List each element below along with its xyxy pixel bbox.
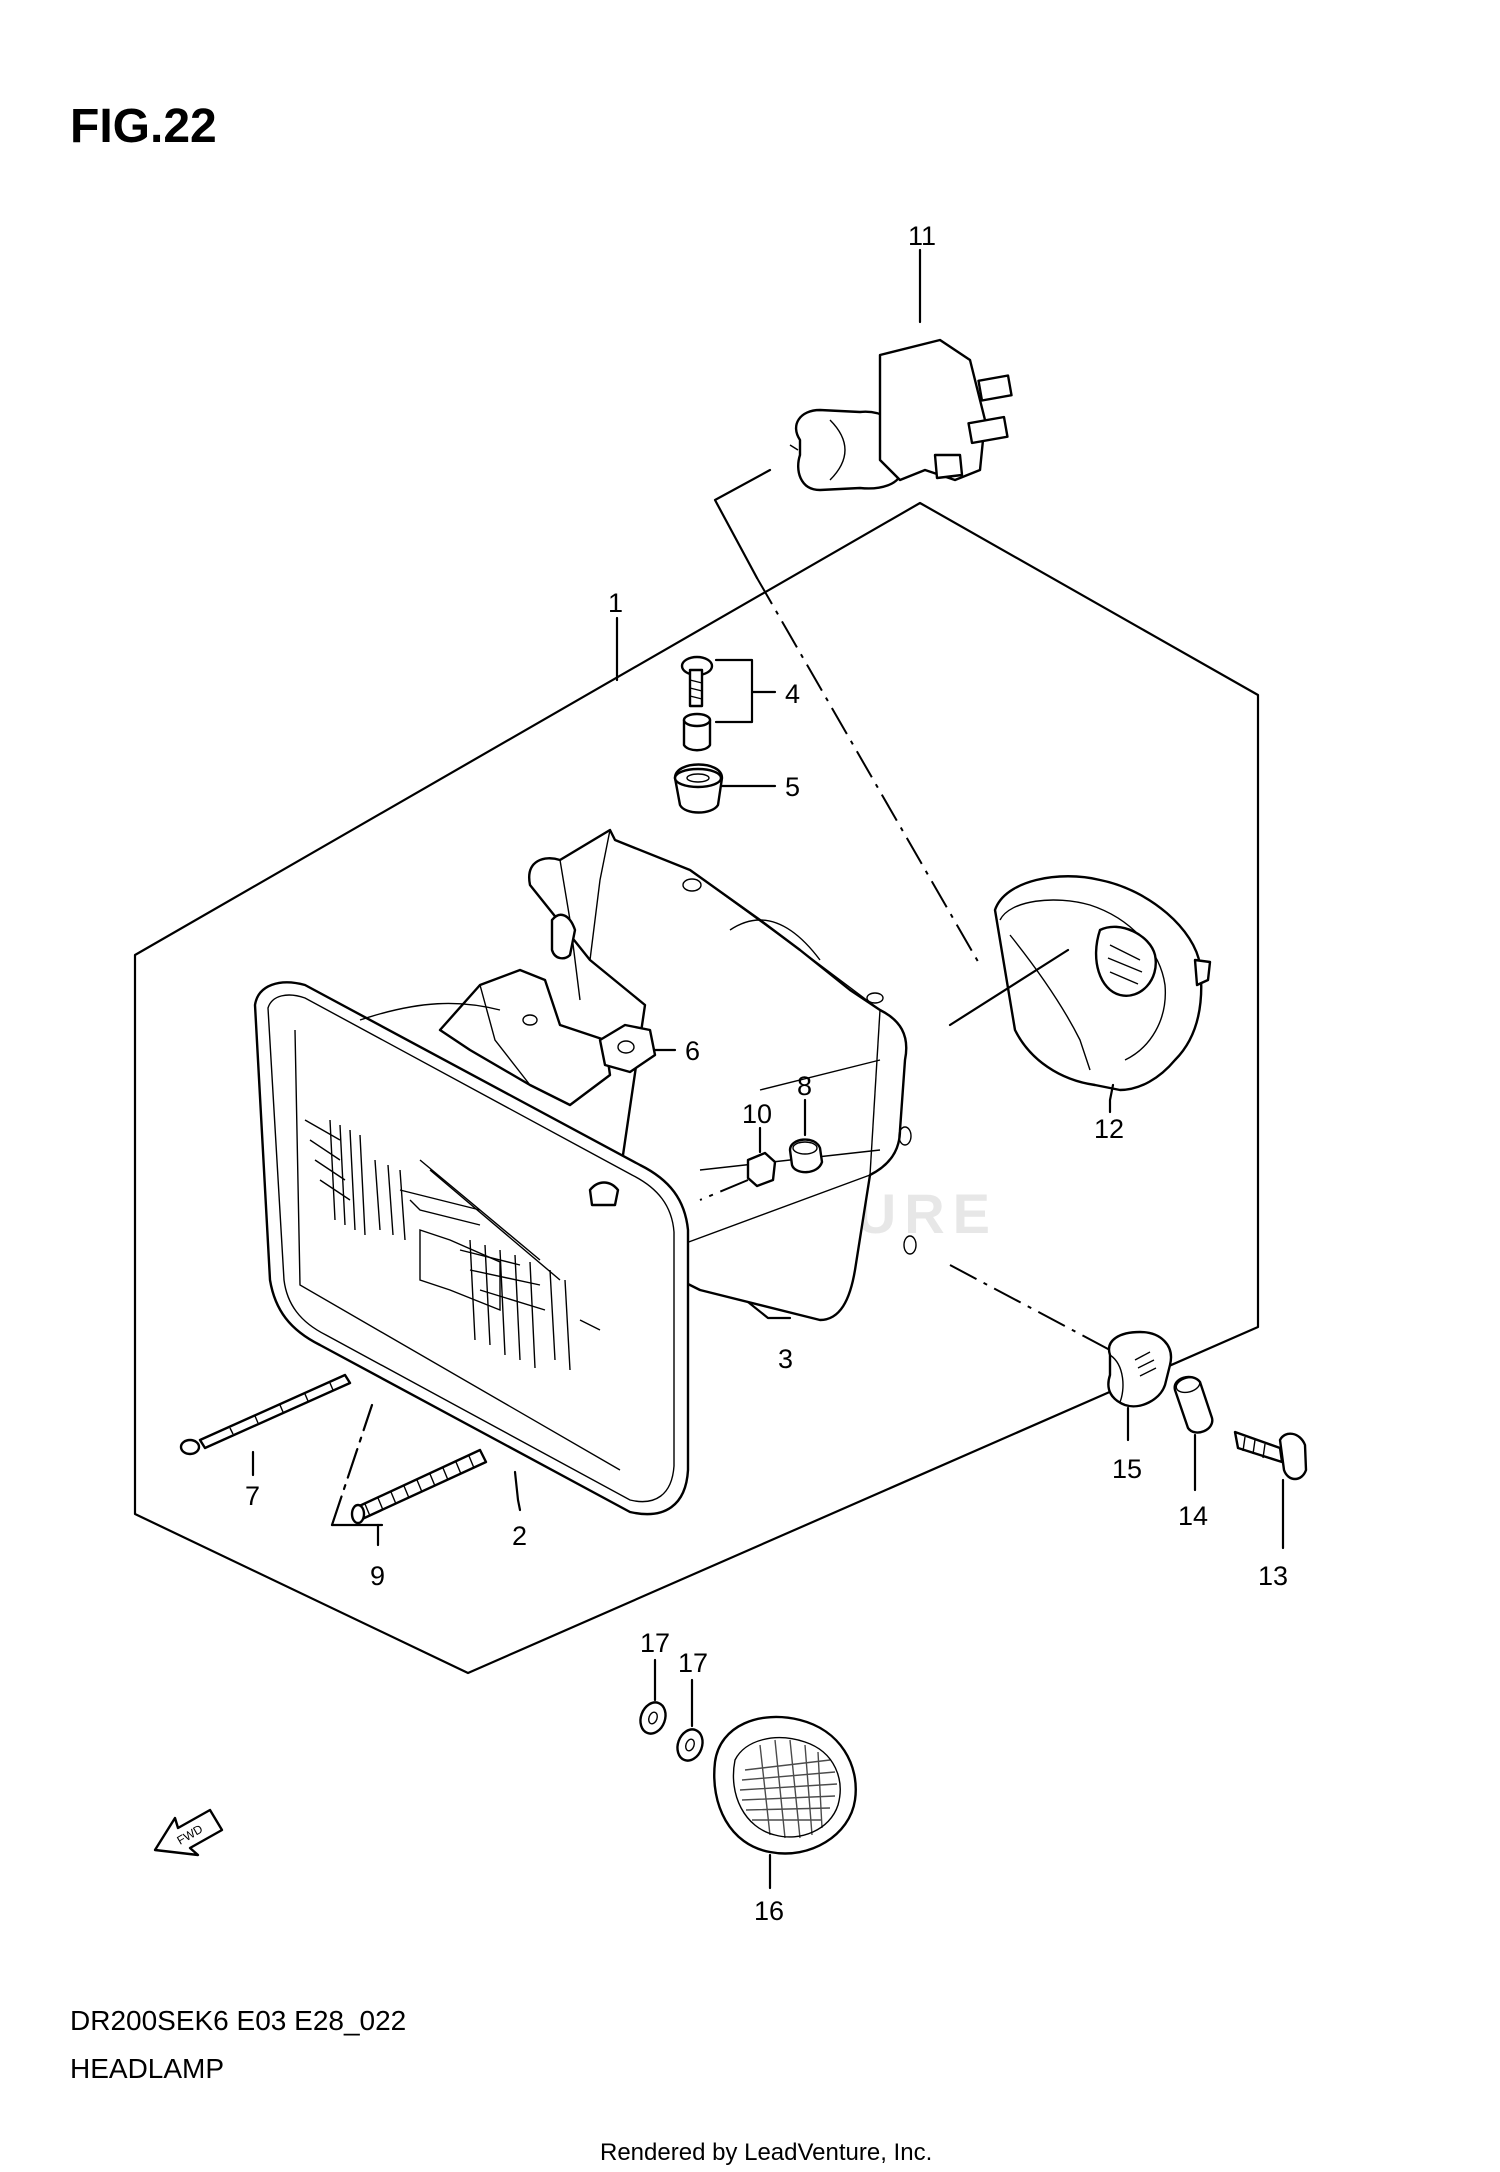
- leader-3: [746, 1300, 792, 1320]
- part-label-3: 3: [778, 1344, 793, 1374]
- clip-nut-icon: [598, 1023, 657, 1074]
- adjuster-dashline: [949, 1264, 1111, 1351]
- collar-icon: [788, 1138, 824, 1174]
- leader-socket: [948, 948, 1070, 1027]
- model-code: DR200SEK6 E03 E28_022: [70, 2005, 406, 2036]
- credit-text: Rendered by LeadVenture, Inc.: [600, 2139, 932, 2166]
- leader-11: [1108, 1083, 1115, 1114]
- part-label-8: 8: [797, 1071, 812, 1101]
- figure-label: FIG.22: [70, 100, 217, 153]
- part-label-17b: 17: [678, 1648, 708, 1678]
- screw-icon: [680, 655, 714, 752]
- part-label-9: 9: [370, 1561, 385, 1591]
- washer-icon-2: [676, 1728, 704, 1762]
- reflector-icon: [713, 1715, 857, 1855]
- part-label-6: 6: [685, 1036, 700, 1066]
- bulb-dashline: [756, 577, 981, 966]
- adjuster-icon: [1107, 1330, 1173, 1408]
- part-label-1: 1: [608, 588, 623, 618]
- grommet-icon: [673, 763, 724, 814]
- part-label-10: 10: [742, 1099, 772, 1129]
- socket-cover-icon: [993, 875, 1212, 1092]
- nut-dashline: [699, 1179, 749, 1201]
- spacer-collar-icon: [1173, 1375, 1214, 1434]
- nut-icon: [746, 1151, 777, 1188]
- bulb-leader: [713, 468, 772, 580]
- bulb-icon: [789, 338, 1013, 492]
- part-label-4: 4: [785, 679, 800, 709]
- part-label-7: 7: [245, 1481, 260, 1511]
- part-labels: 11 1 4 5 6 8 10 12 3 15 14 13 7 2 9 17 1…: [245, 221, 1288, 1926]
- part-label-12: 11: [908, 221, 936, 251]
- part-label-11: 12: [1094, 1114, 1124, 1144]
- bolt-icon: [1233, 1430, 1308, 1481]
- diagram-title: HEADLAMP: [70, 2053, 224, 2084]
- part-label-16: 16: [754, 1896, 784, 1926]
- part-label-13: 13: [1258, 1561, 1288, 1591]
- part-label-15: 15: [1112, 1454, 1142, 1484]
- assembly-outline: [133, 501, 1260, 1675]
- headlamp-lens-icon: [253, 968, 690, 1516]
- rivet-icon: [179, 1373, 352, 1456]
- washer-icon: [639, 1701, 667, 1735]
- leader-9a: [330, 1403, 374, 1527]
- bracket-4: [714, 658, 777, 724]
- spring-icon: [350, 1448, 488, 1525]
- part-label-14: 14: [1178, 1501, 1208, 1531]
- part-label-2: 2: [512, 1521, 527, 1551]
- fwd-arrow-icon: FWD: [153, 1808, 224, 1857]
- part-label-5: 5: [785, 772, 800, 802]
- leader-2: [513, 1470, 522, 1512]
- part-label-17a: 17: [640, 1628, 670, 1658]
